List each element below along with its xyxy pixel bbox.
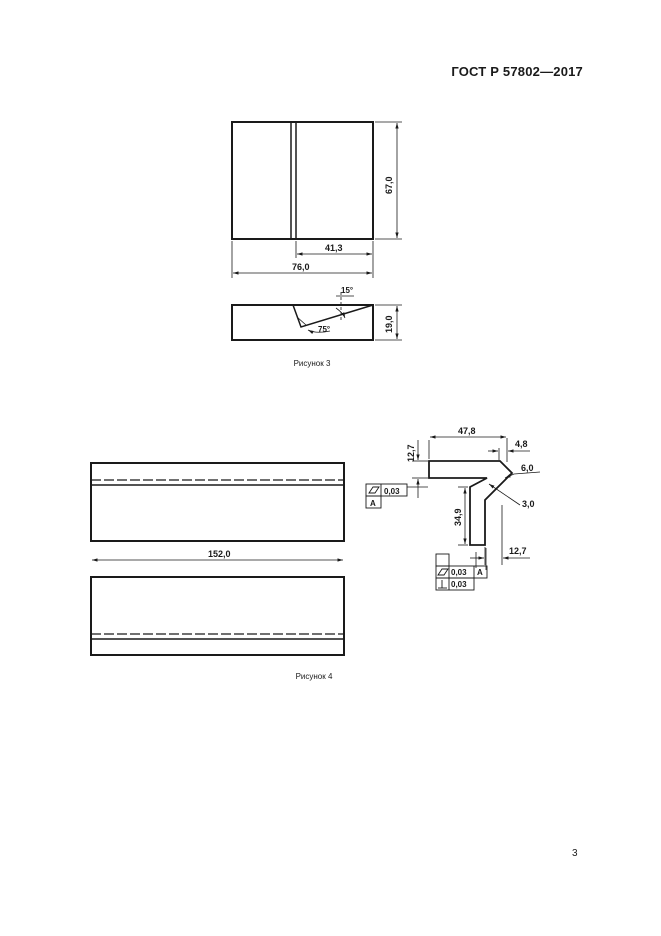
figure4-profile — [407, 435, 541, 570]
dim-chamfer: 4,8 — [515, 439, 528, 449]
dim-angle-75: 75° — [318, 325, 330, 334]
page-number: 3 — [572, 848, 578, 859]
dim-leg-height: 34,9 — [453, 508, 463, 526]
dim-top-width: 47,8 — [458, 426, 476, 436]
tol-datum-top: A — [370, 499, 376, 508]
dim-top-height: 12,7 — [406, 444, 416, 462]
dim-width: 76,0 — [292, 262, 310, 272]
tolerance-frame-top — [365, 483, 408, 509]
tol-perpendicularity: 0,03 — [451, 580, 467, 589]
figure3-top-view — [231, 121, 402, 278]
dim-angle-15: 15° — [341, 286, 353, 295]
figure3-side-view — [231, 292, 402, 341]
flatness-icon — [437, 568, 449, 576]
dim-height: 67,0 — [384, 176, 394, 194]
tol-datum-bottom: A — [477, 568, 483, 577]
dim-slot-offset: 41,3 — [325, 243, 343, 253]
figure3-caption: Рисунок 3 — [293, 359, 331, 368]
tolerance-frame-bottom — [435, 553, 488, 591]
figure4-caption: Рисунок 4 — [295, 672, 333, 681]
tol-flatness-bottom: 0,03 — [451, 568, 467, 577]
dim-length: 152,0 — [208, 549, 231, 559]
standard-code: ГОСТ Р 57802—2017 — [451, 64, 583, 79]
dim-thickness: 19,0 — [384, 315, 394, 333]
dim-depth: 6,0 — [521, 463, 534, 473]
figure4-front-view — [90, 462, 345, 656]
tol-flatness-top: 0,03 — [384, 487, 400, 496]
dim-radius: 3,0 — [522, 499, 535, 509]
flatness-icon — [368, 486, 380, 494]
dim-leg-width: 12,7 — [509, 546, 527, 556]
